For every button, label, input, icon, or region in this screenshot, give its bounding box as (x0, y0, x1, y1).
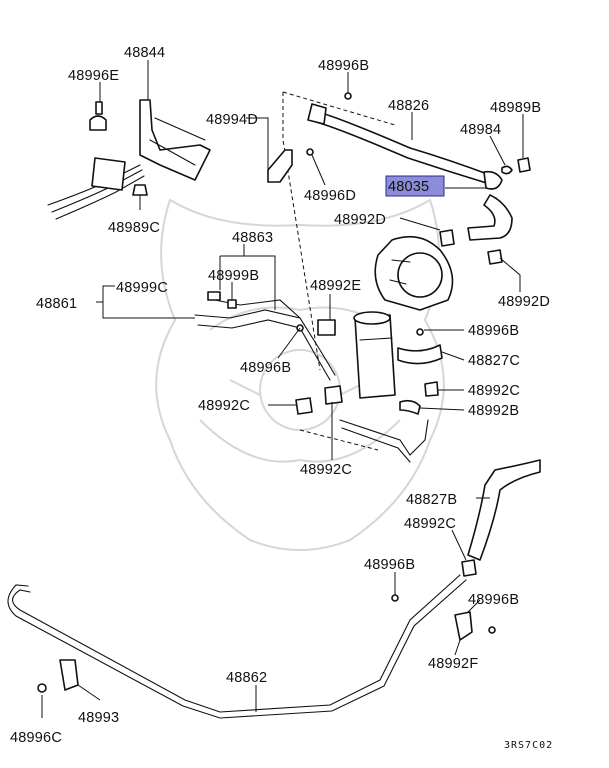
pipes-48861-48863[interactable] (194, 291, 336, 381)
washer-48984[interactable] (501, 165, 513, 175)
label-48992E[interactable]: 48992E (310, 278, 361, 294)
label-48996B-lowright[interactable]: 48996B (468, 592, 519, 608)
label-48861[interactable]: 48861 (36, 296, 77, 312)
nut-48989B[interactable] (517, 157, 531, 173)
bolt-48996B-low[interactable] (391, 594, 399, 602)
label-48827C[interactable]: 48827C (468, 353, 520, 369)
label-48992C-lower[interactable]: 48992C (404, 516, 456, 532)
label-48996E[interactable]: 48996E (68, 68, 119, 84)
dashed-guide-lines (282, 91, 396, 451)
pipe-48862[interactable] (7, 574, 467, 719)
clamp-48992C-bottom[interactable] (324, 385, 343, 405)
highlight-48035 (385, 175, 445, 197)
label-48826[interactable]: 48826 (388, 98, 429, 114)
label-48992C-bottom[interactable]: 48992C (300, 462, 352, 478)
hose-48826[interactable] (307, 103, 503, 190)
leader-lines (41, 60, 524, 718)
label-48993[interactable]: 48993 (78, 710, 119, 726)
clamp-48992D-right[interactable] (487, 249, 503, 265)
label-48035[interactable]: 48035 (388, 179, 429, 195)
label-48992F[interactable]: 48992F (428, 656, 478, 672)
bolt-48996C[interactable] (37, 683, 47, 693)
clamp-48992D-left[interactable] (439, 229, 455, 247)
label-48994D[interactable]: 48994D (206, 112, 258, 128)
label-48984[interactable]: 48984 (460, 122, 501, 138)
bracket-48992F[interactable] (454, 611, 473, 641)
reservoir[interactable] (353, 311, 396, 399)
bolt-48996B-top[interactable] (344, 92, 352, 100)
clamp-48992B[interactable] (399, 399, 421, 415)
label-48827B[interactable]: 48827B (406, 492, 457, 508)
label-48863[interactable]: 48863 (232, 230, 273, 246)
part-labels[interactable]: 48844 48996E 48989C 48996B 48826 48989B … (10, 45, 550, 746)
hose-48827C[interactable] (397, 344, 443, 365)
bolt-48996B-mid[interactable] (416, 328, 424, 336)
label-48844[interactable]: 48844 (124, 45, 165, 61)
power-steering-pump[interactable] (374, 235, 454, 311)
bolt-48996D[interactable] (306, 148, 314, 156)
clip-48993[interactable] (59, 659, 79, 691)
label-48989B[interactable]: 48989B (490, 100, 541, 116)
label-48996B-top[interactable]: 48996B (318, 58, 369, 74)
label-48862[interactable]: 48862 (226, 670, 267, 686)
label-48992C-left[interactable]: 48992C (198, 398, 250, 414)
hose-48035[interactable] (467, 194, 513, 241)
bracket-48992E[interactable] (317, 319, 336, 336)
bolt-48996B-lowright[interactable] (488, 626, 496, 634)
clamp-48992C-right[interactable] (424, 381, 439, 397)
clamp-48992C-lower[interactable] (461, 559, 477, 577)
pipe-lower-section[interactable] (339, 419, 429, 456)
hose-48827B[interactable] (467, 459, 541, 561)
label-48996D[interactable]: 48996D (304, 188, 356, 204)
label-48992C-right[interactable]: 48992C (468, 383, 520, 399)
label-48992D-right[interactable]: 48992D (498, 294, 550, 310)
label-48999C[interactable]: 48999C (116, 280, 168, 296)
label-48996C[interactable]: 48996C (10, 730, 62, 746)
label-48992B[interactable]: 48992B (468, 403, 519, 419)
label-48996B-left[interactable]: 48996B (240, 360, 291, 376)
clamp-48992C-left[interactable] (295, 397, 313, 415)
label-48996B-low[interactable]: 48996B (364, 557, 415, 573)
bracket-48844-assembly[interactable] (47, 99, 211, 220)
label-48992D-left[interactable]: 48992D (334, 212, 386, 228)
label-48996B-mid[interactable]: 48996B (468, 323, 519, 339)
diagram-code: 3RS7C02 (504, 740, 553, 751)
label-48989C[interactable]: 48989C (108, 220, 160, 236)
label-48999B[interactable]: 48999B (208, 268, 259, 284)
bracket-48994D[interactable] (267, 149, 293, 183)
